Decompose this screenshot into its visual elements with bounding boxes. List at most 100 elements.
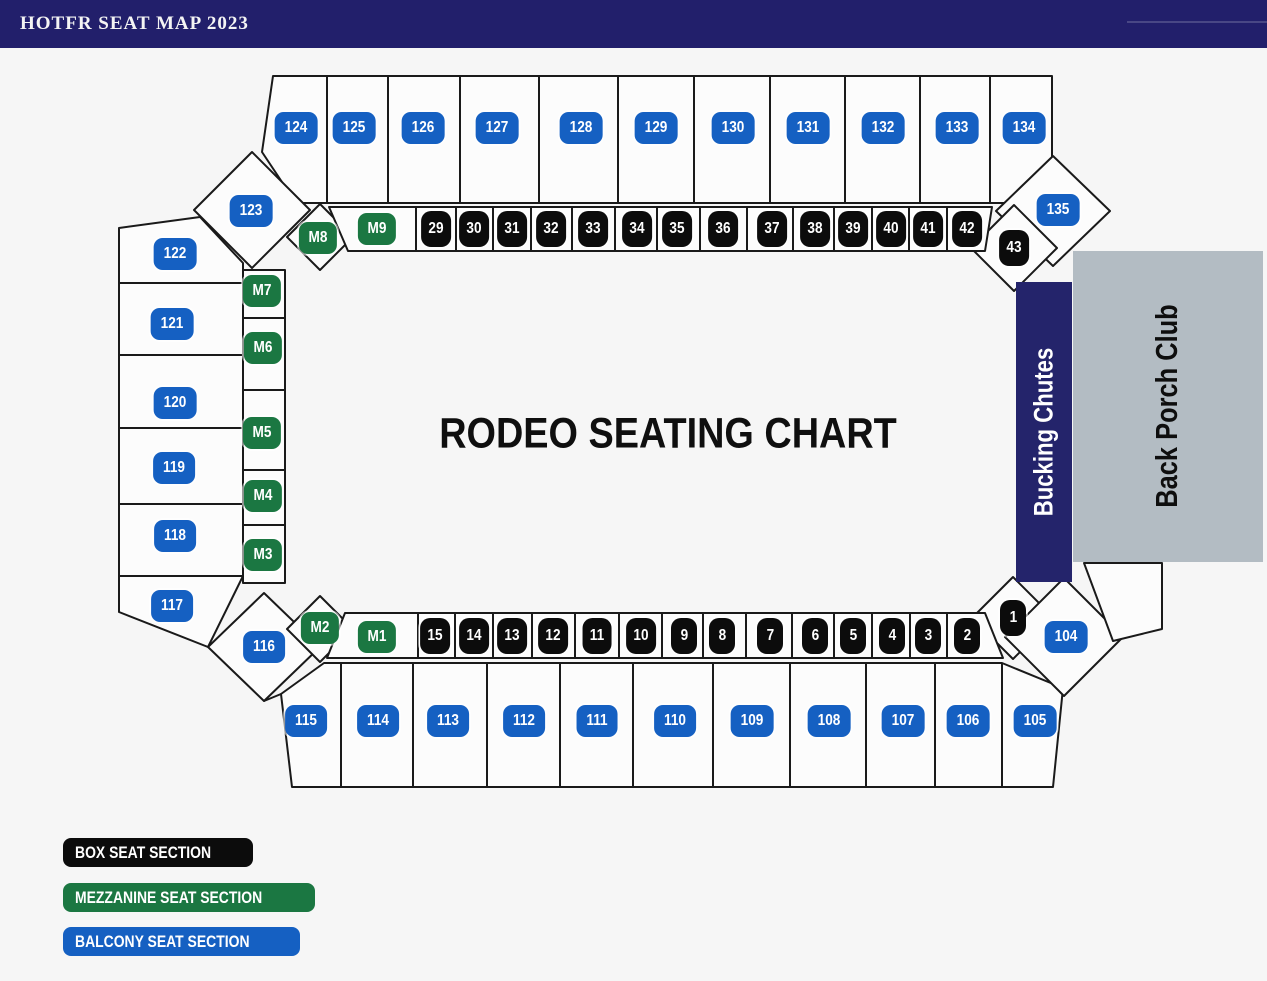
section-badge-M4[interactable]: M4 bbox=[243, 480, 283, 512]
section-badge-41[interactable]: 41 bbox=[913, 211, 943, 247]
section-badge-36[interactable]: 36 bbox=[708, 211, 738, 247]
section-badge-120[interactable]: 120 bbox=[153, 387, 197, 419]
section-badge-12[interactable]: 12 bbox=[538, 618, 568, 654]
section-badge-M9[interactable]: M9 bbox=[357, 213, 397, 245]
section-badge-29[interactable]: 29 bbox=[421, 211, 451, 247]
section-badge-13[interactable]: 13 bbox=[497, 618, 527, 654]
section-badge-label: 124 bbox=[284, 119, 308, 136]
section-badge-112[interactable]: 112 bbox=[503, 705, 545, 737]
section-badge-label: M9 bbox=[367, 220, 387, 237]
section-badge-8[interactable]: 8 bbox=[709, 618, 735, 654]
section-badge-38[interactable]: 38 bbox=[800, 211, 830, 247]
section-badge-104[interactable]: 104 bbox=[1044, 621, 1088, 653]
section-badge-42[interactable]: 42 bbox=[952, 211, 982, 247]
section-badge-M7[interactable]: M7 bbox=[242, 275, 282, 307]
section-badge-10[interactable]: 10 bbox=[626, 618, 656, 654]
mezzanine-column-dividers bbox=[243, 317, 285, 526]
section-badge-label: 10 bbox=[633, 627, 649, 644]
section-badge-105[interactable]: 105 bbox=[1013, 705, 1057, 737]
section-badge-M8[interactable]: M8 bbox=[298, 222, 338, 254]
section-badge-3[interactable]: 3 bbox=[915, 618, 941, 654]
section-badge-119[interactable]: 119 bbox=[153, 452, 195, 484]
section-badge-label: 110 bbox=[664, 712, 686, 729]
section-badge-M1[interactable]: M1 bbox=[357, 621, 397, 653]
section-badge-label: 130 bbox=[721, 119, 745, 136]
section-badge-110[interactable]: 110 bbox=[654, 705, 696, 737]
section-badge-121[interactable]: 121 bbox=[150, 308, 194, 340]
section-badge-label: M6 bbox=[253, 339, 273, 356]
section-badge-label: 43 bbox=[1006, 239, 1022, 256]
section-badge-label: 127 bbox=[485, 119, 509, 136]
box-row-top-dividers bbox=[415, 207, 948, 251]
section-badge-111[interactable]: 111 bbox=[576, 705, 618, 737]
section-badge-label: 41 bbox=[920, 220, 936, 237]
section-badge-108[interactable]: 108 bbox=[807, 705, 851, 737]
section-badge-106[interactable]: 106 bbox=[946, 705, 990, 737]
section-badge-129[interactable]: 129 bbox=[634, 112, 678, 144]
section-badge-2[interactable]: 2 bbox=[954, 618, 980, 654]
section-badge-133[interactable]: 133 bbox=[935, 112, 979, 144]
section-badge-123[interactable]: 123 bbox=[229, 195, 273, 227]
section-badge-31[interactable]: 31 bbox=[497, 211, 527, 247]
section-badge-117[interactable]: 117 bbox=[151, 590, 193, 622]
section-badge-M5[interactable]: M5 bbox=[242, 417, 282, 449]
section-badge-127[interactable]: 127 bbox=[475, 112, 519, 144]
back-porch-club-label-text: Back Porch Club bbox=[1149, 304, 1184, 508]
section-badge-125[interactable]: 125 bbox=[332, 112, 376, 144]
section-badge-label: 42 bbox=[959, 220, 975, 237]
legend-mezzanine-label: MEZZANINE SEAT SECTION bbox=[75, 888, 263, 907]
section-badge-109[interactable]: 109 bbox=[730, 705, 774, 737]
section-badge-30[interactable]: 30 bbox=[459, 211, 489, 247]
section-badge-label: 7 bbox=[766, 627, 774, 644]
section-badge-1[interactable]: 1 bbox=[1000, 600, 1026, 636]
section-badge-135[interactable]: 135 bbox=[1036, 194, 1080, 226]
section-badge-126[interactable]: 126 bbox=[401, 112, 445, 144]
section-badge-43[interactable]: 43 bbox=[999, 230, 1029, 266]
section-badge-32[interactable]: 32 bbox=[536, 211, 566, 247]
section-badge-label: 134 bbox=[1012, 119, 1036, 136]
section-badge-115[interactable]: 115 bbox=[285, 705, 327, 737]
header-bar: HOTFR SEAT MAP 2023 bbox=[0, 0, 1267, 48]
section-badge-37[interactable]: 37 bbox=[757, 211, 787, 247]
section-badge-M6[interactable]: M6 bbox=[243, 332, 283, 364]
section-badge-label: 34 bbox=[629, 220, 645, 237]
section-badge-7[interactable]: 7 bbox=[757, 618, 783, 654]
section-badge-33[interactable]: 33 bbox=[578, 211, 608, 247]
section-badge-label: 113 bbox=[437, 712, 459, 729]
section-badge-39[interactable]: 39 bbox=[838, 211, 868, 247]
section-badge-4[interactable]: 4 bbox=[879, 618, 905, 654]
section-badge-124[interactable]: 124 bbox=[274, 112, 318, 144]
section-badge-11[interactable]: 11 bbox=[582, 618, 612, 654]
section-badge-M2[interactable]: M2 bbox=[300, 612, 340, 644]
section-badge-128[interactable]: 128 bbox=[559, 112, 603, 144]
section-badge-113[interactable]: 113 bbox=[427, 705, 469, 737]
section-badge-34[interactable]: 34 bbox=[622, 211, 652, 247]
section-badge-label: 125 bbox=[342, 119, 366, 136]
section-badge-label: 121 bbox=[160, 315, 184, 332]
section-badge-114[interactable]: 114 bbox=[357, 705, 399, 737]
section-badge-118[interactable]: 118 bbox=[154, 520, 196, 552]
section-badge-40[interactable]: 40 bbox=[876, 211, 906, 247]
bucking-chutes-area bbox=[1016, 282, 1072, 582]
section-badge-132[interactable]: 132 bbox=[861, 112, 905, 144]
section-badge-35[interactable]: 35 bbox=[662, 211, 692, 247]
section-badge-5[interactable]: 5 bbox=[840, 618, 866, 654]
section-badge-label: M5 bbox=[252, 424, 272, 441]
section-badge-9[interactable]: 9 bbox=[671, 618, 697, 654]
section-badge-131[interactable]: 131 bbox=[786, 112, 830, 144]
section-badge-6[interactable]: 6 bbox=[802, 618, 828, 654]
section-badge-label: 32 bbox=[543, 220, 559, 237]
section-badge-label: 126 bbox=[411, 119, 435, 136]
section-badge-116[interactable]: 116 bbox=[243, 631, 285, 663]
section-badge-label: 6 bbox=[811, 627, 819, 644]
section-badge-130[interactable]: 130 bbox=[711, 112, 755, 144]
section-badge-122[interactable]: 122 bbox=[153, 238, 197, 270]
section-badge-label: 15 bbox=[427, 627, 443, 644]
box-row-bottom-dividers bbox=[417, 613, 948, 658]
section-badge-134[interactable]: 134 bbox=[1002, 112, 1046, 144]
legend-mezzanine-seat-section: MEZZANINE SEAT SECTION bbox=[63, 883, 316, 912]
section-badge-15[interactable]: 15 bbox=[420, 618, 450, 654]
section-badge-107[interactable]: 107 bbox=[881, 705, 925, 737]
section-badge-14[interactable]: 14 bbox=[459, 618, 489, 654]
section-badge-M3[interactable]: M3 bbox=[243, 539, 283, 571]
